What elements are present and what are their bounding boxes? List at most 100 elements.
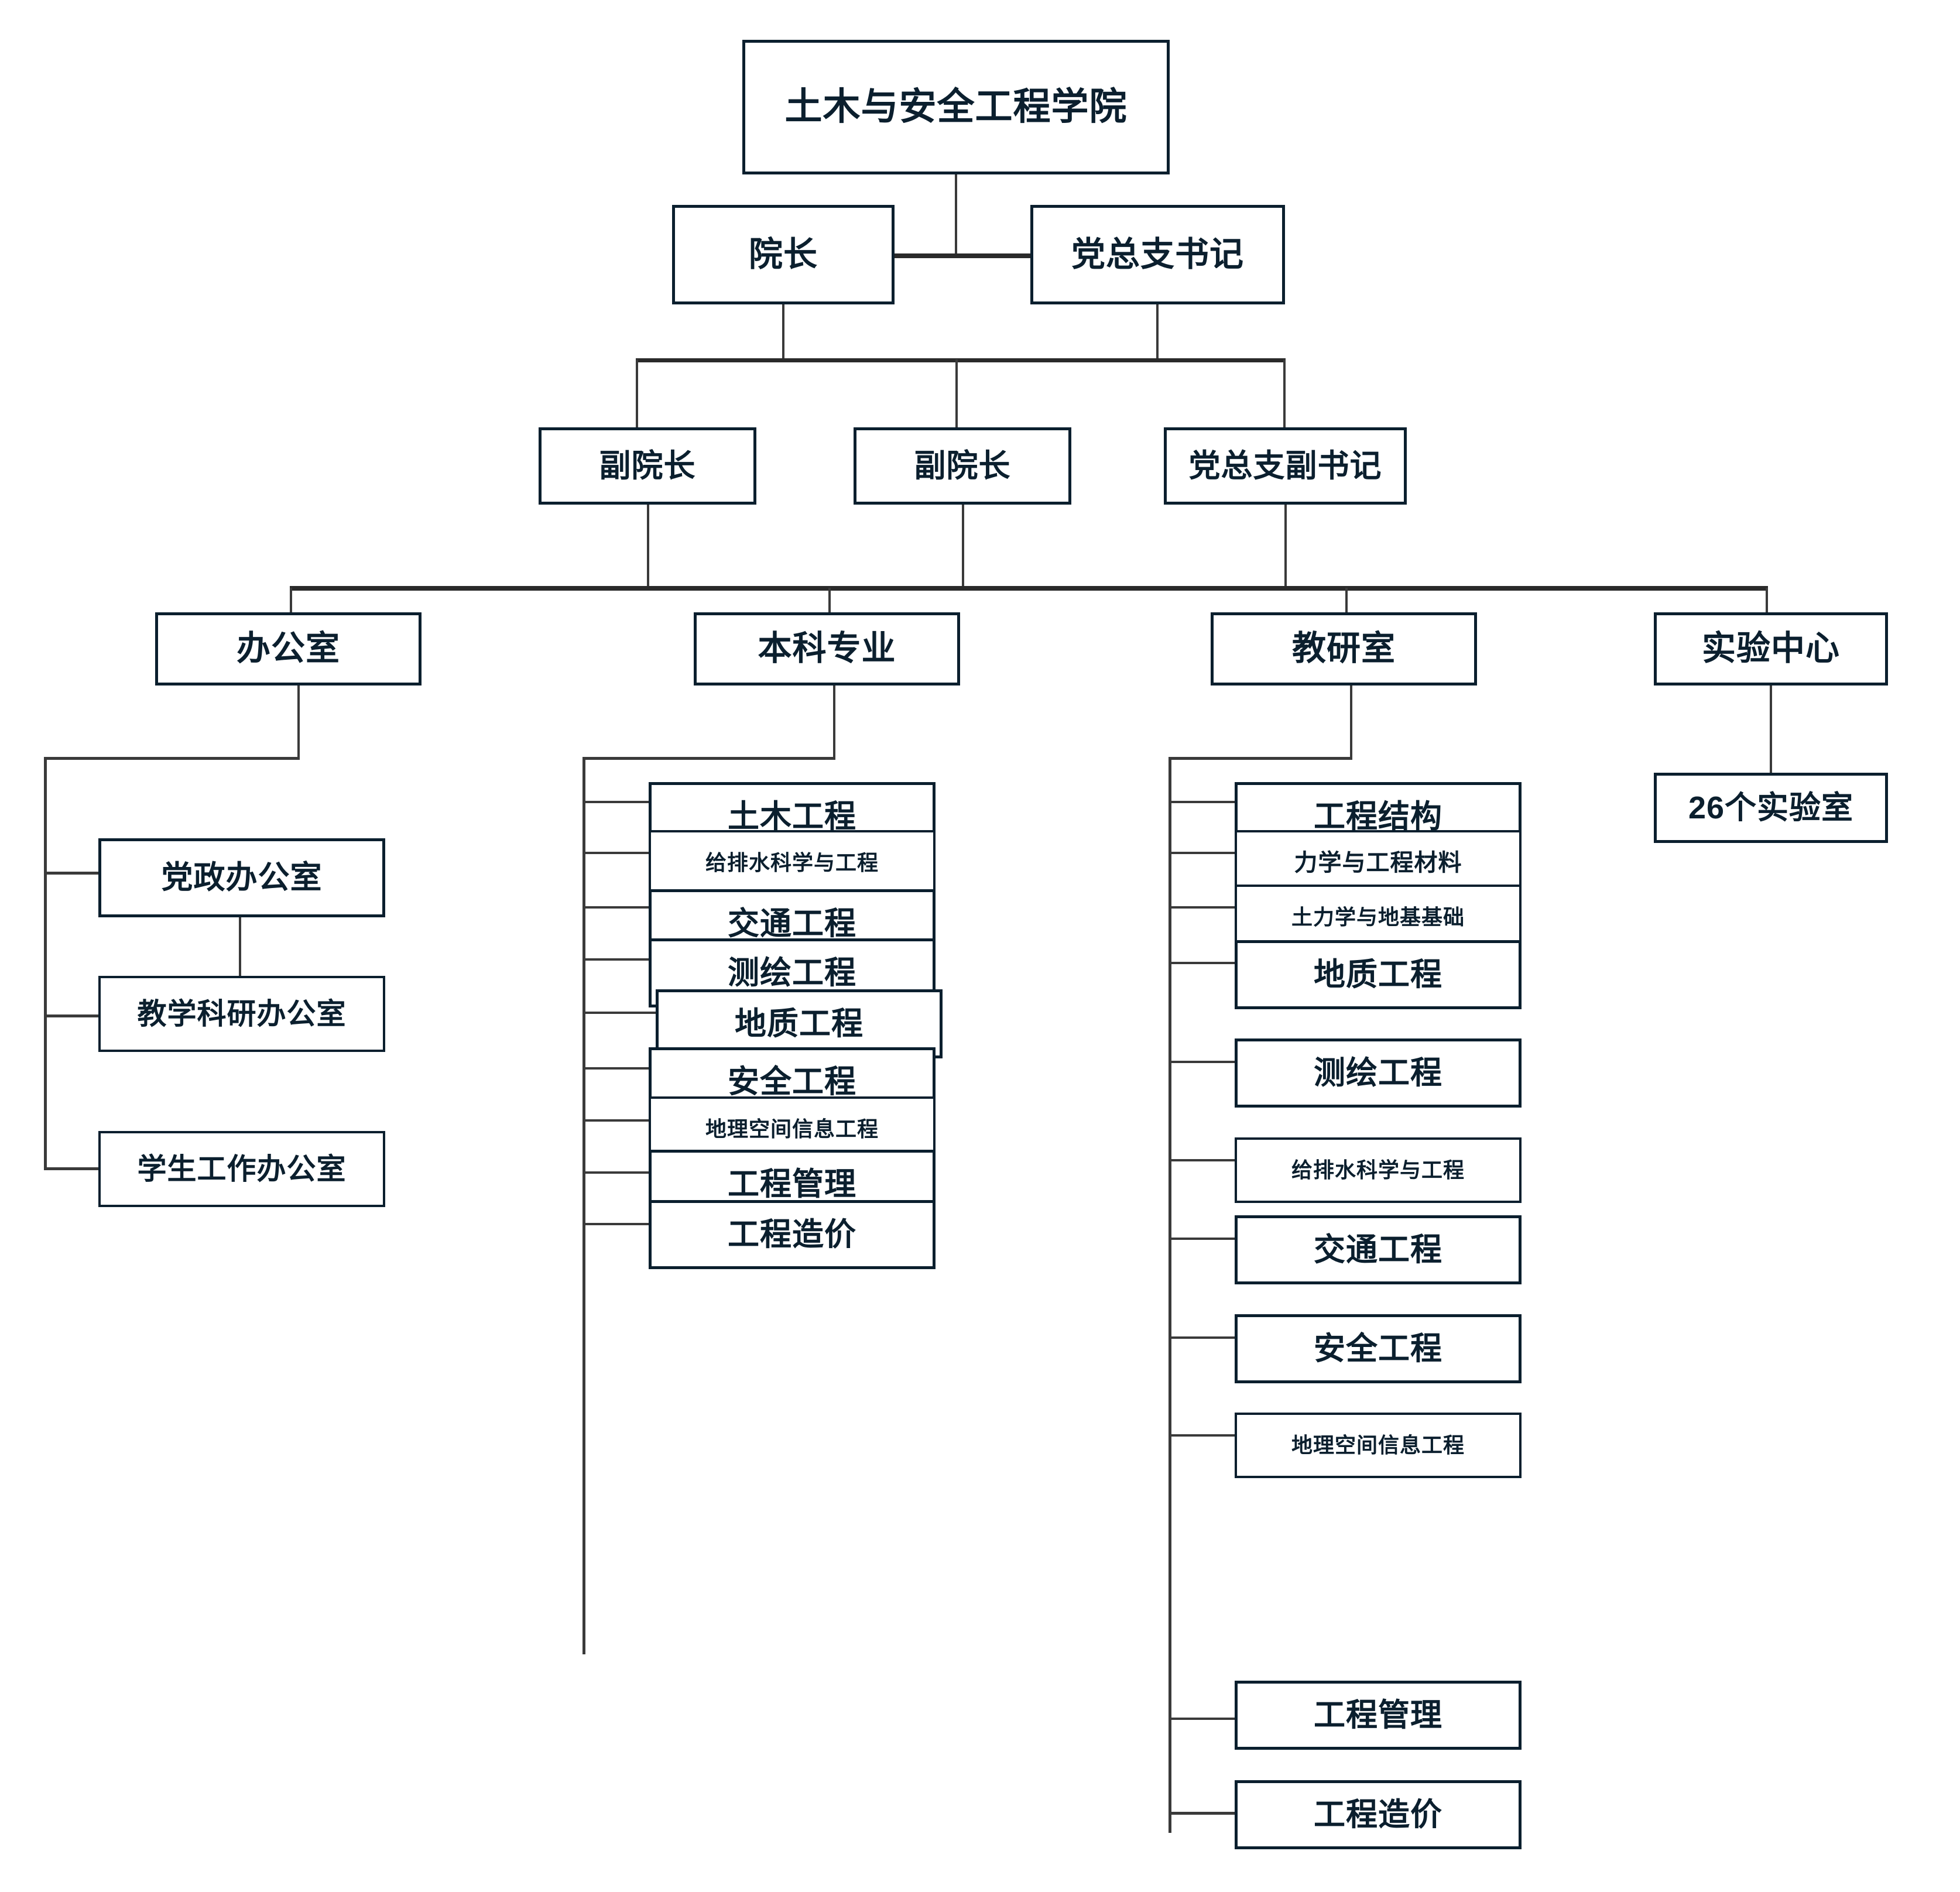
node-deputy-dean-2[interactable]: 副院长	[854, 427, 1071, 505]
edge-office-elbow	[44, 757, 300, 760]
node-label: 地理空间信息工程	[705, 1117, 879, 1142]
node-party-secretary[interactable]: 党总支书记	[1030, 205, 1285, 304]
node-tr-soil-mechanics-foundation[interactable]: 土力学与地基基础	[1235, 885, 1522, 950]
node-undergraduate-programs[interactable]: 本科专业	[694, 612, 960, 685]
edge-major-5	[582, 1012, 656, 1014]
node-label: 交通工程	[728, 906, 856, 941]
node-label: 土力学与地基基础	[1291, 905, 1465, 930]
node-tr-safety-engineering[interactable]: 安全工程	[1235, 1314, 1522, 1383]
edge-tr-6	[1169, 1159, 1235, 1161]
node-label: 工程管理	[728, 1166, 856, 1202]
node-label: 教研室	[1291, 629, 1396, 668]
node-label: 力学与工程材料	[1294, 850, 1462, 876]
node-label: 工程管理	[1314, 1697, 1442, 1733]
edge-tr-8	[1169, 1336, 1235, 1339]
node-label: 办公室	[236, 629, 340, 668]
node-label: 党总支书记	[1071, 235, 1244, 273]
node-tr-geospatial-information[interactable]: 地理空间信息工程	[1235, 1413, 1522, 1478]
node-major-geological-engineering[interactable]: 地质工程	[656, 989, 943, 1058]
node-label: 工程造价	[1314, 1797, 1442, 1832]
edge-deputy2-riser	[955, 359, 958, 429]
node-tr-transportation[interactable]: 交通工程	[1235, 1215, 1522, 1284]
edge-lab-center-riser	[1766, 588, 1768, 614]
node-tr-water-supply-drainage[interactable]: 给排水科学与工程	[1235, 1137, 1522, 1203]
node-label: 地质工程	[735, 1006, 864, 1041]
edge-tr-2	[1169, 852, 1235, 854]
node-label: 地质工程	[1314, 957, 1442, 992]
node-label: 测绘工程	[728, 955, 856, 990]
node-lab-center[interactable]: 实验中心	[1654, 612, 1888, 685]
node-tr-engineering-management[interactable]: 工程管理	[1235, 1681, 1522, 1750]
node-label: 测绘工程	[1314, 1055, 1442, 1091]
node-label: 工程结构	[1314, 798, 1442, 834]
edge-major-7	[582, 1119, 649, 1122]
edge-deputy1-riser	[636, 359, 638, 429]
edge-office-spine	[44, 757, 47, 1170]
node-label: 教学科研办公室	[137, 997, 347, 1030]
node-deputy-party-secretary[interactable]: 党总支副书记	[1164, 427, 1407, 505]
edge-tr-1	[1169, 801, 1235, 803]
node-dean[interactable]: 院长	[672, 205, 895, 304]
edge-deputy3-riser	[1283, 359, 1286, 429]
edge-major-8	[582, 1171, 649, 1174]
node-label: 副院长	[914, 448, 1011, 484]
edge-undergraduate-spine	[582, 757, 585, 1654]
node-label: 院长	[748, 235, 818, 273]
edge-party-secretary-drop	[1156, 303, 1159, 362]
node-label: 本科专业	[758, 629, 896, 668]
node-label: 党政办公室	[161, 860, 323, 896]
node-label: 土木工程	[728, 798, 856, 834]
node-label: 给排水科学与工程	[1291, 1158, 1465, 1182]
node-label: 26个实验室	[1688, 790, 1854, 825]
node-major-engineering-cost[interactable]: 工程造价	[649, 1200, 936, 1269]
node-label: 党总支副书记	[1188, 448, 1382, 484]
node-office-unit-student-affairs[interactable]: 学生工作办公室	[98, 1131, 385, 1207]
edge-tr-10	[1169, 1718, 1235, 1720]
edge-tr-9	[1169, 1434, 1235, 1437]
edge-root-stem	[955, 174, 957, 256]
edge-undergraduate-elbow	[582, 757, 835, 760]
node-major-water-supply-drainage[interactable]: 给排水科学与工程	[649, 830, 936, 896]
edge-undergraduate-riser	[828, 588, 831, 614]
node-label: 工程造价	[728, 1216, 856, 1252]
edge-major-3	[582, 906, 649, 909]
node-tr-engineering-cost[interactable]: 工程造价	[1235, 1780, 1522, 1849]
node-tr-geological-engineering[interactable]: 地质工程	[1235, 940, 1522, 1009]
edge-lab-center-stem	[1770, 685, 1772, 776]
node-label: 安全工程	[728, 1064, 856, 1099]
edge-major-9	[582, 1223, 649, 1225]
edge-tr-7	[1169, 1238, 1235, 1240]
node-label: 地理空间信息工程	[1291, 1433, 1465, 1458]
edge-tr-5	[1169, 1061, 1235, 1063]
edge-deputy1-drop	[647, 505, 649, 588]
edge-office-riser	[290, 588, 292, 614]
edge-office-child-3	[44, 1167, 100, 1170]
node-lab-26-laboratories[interactable]: 26个实验室	[1654, 773, 1888, 843]
edge-deputy2-drop	[962, 505, 964, 588]
node-office-unit-teaching-research[interactable]: 教学科研办公室	[98, 976, 385, 1052]
edge-major-4	[582, 958, 649, 961]
node-label: 实验中心	[1701, 629, 1840, 668]
edge-major-1	[582, 801, 649, 803]
node-deputy-dean-1[interactable]: 副院长	[539, 427, 756, 505]
node-college-root[interactable]: 土木与安全工程学院	[742, 40, 1170, 174]
edge-teaching-research-spine	[1169, 757, 1171, 1833]
node-label: 安全工程	[1314, 1331, 1442, 1366]
edge-major-6	[582, 1067, 649, 1070]
node-teaching-research[interactable]: 教研室	[1211, 612, 1477, 685]
edge-office-stem	[297, 685, 300, 758]
node-tr-surveying-mapping[interactable]: 测绘工程	[1235, 1038, 1522, 1108]
edge-major-2	[582, 852, 649, 854]
edge-teaching-research-elbow	[1169, 757, 1352, 760]
node-label: 学生工作办公室	[137, 1152, 347, 1185]
edge-dean-drop	[782, 303, 784, 362]
node-office-unit-party-admin[interactable]: 党政办公室	[98, 838, 385, 917]
edge-tr-4	[1169, 962, 1235, 964]
edge-level3-bar	[636, 358, 1286, 362]
node-office[interactable]: 办公室	[155, 612, 422, 685]
edge-tr-3	[1169, 906, 1235, 909]
edge-teaching-research-stem	[1350, 685, 1352, 758]
node-label: 土木与安全工程学院	[784, 85, 1128, 128]
edge-office-child-2	[44, 1014, 100, 1017]
